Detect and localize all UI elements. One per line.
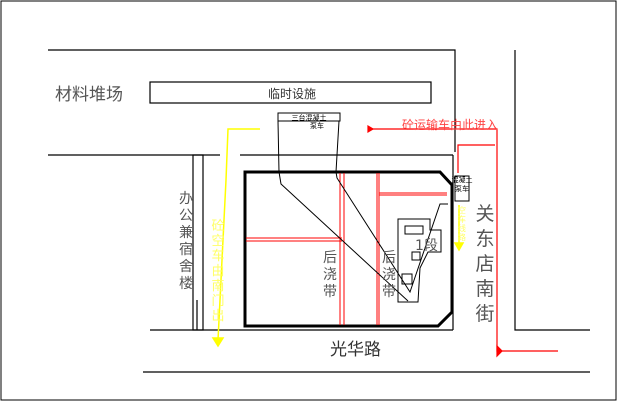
section-label: 1段 (415, 238, 438, 254)
post-band-label-1-char: 后 (323, 250, 337, 266)
office-label-char: 宿 (179, 241, 193, 258)
building-outline (243, 170, 454, 328)
office-label-char: 舍 (179, 259, 193, 275)
empty-route-label-char: 线 (458, 223, 466, 233)
post-pour-bands (246, 173, 447, 325)
empty-truck-exit-route (211, 128, 465, 348)
post-band-label-1-char: 带 (323, 284, 337, 300)
road-lines (48, 49, 590, 373)
material-yard-label: 材料堆场 (55, 85, 123, 105)
post-band-label-1-char: 浇 (323, 267, 337, 283)
truck-entry-label: 砼运输车由此进入 (402, 117, 498, 132)
pump-three-label-2: 泵车 (310, 121, 324, 130)
empty-route-label-char: 空 (458, 205, 466, 215)
empty-exit-label-char: 南 (211, 278, 224, 294)
road-label: 光华路 (330, 340, 381, 360)
street-label-char: 店 (475, 253, 494, 275)
post-band-label-2-char: 带 (382, 284, 396, 300)
temp-facility-label: 临时设施 (268, 87, 316, 101)
street-label-char: 南 (475, 278, 494, 300)
pump-three-label: 三台混凝土 (292, 113, 327, 122)
empty-route-label-char: 路 (458, 232, 466, 242)
office-label-char: 兼 (179, 225, 193, 241)
pump-boom (277, 112, 470, 303)
empty-route-label-char: 车 (458, 214, 466, 224)
post-band-label-2-char: 后 (382, 250, 396, 266)
post-band-label-2-char: 浇 (382, 267, 396, 283)
office-label-char: 楼 (179, 276, 193, 292)
office-label-char: 公 (179, 208, 193, 224)
empty-exit-label-char: 出 (211, 309, 224, 324)
empty-exit-label-char: 由 (211, 264, 224, 279)
street-label-char: 关 (475, 203, 494, 225)
empty-exit-label-char: 门 (211, 294, 224, 309)
pump-side-label: 混凝土 (452, 175, 473, 184)
empty-exit-label-char: 砼 (211, 219, 224, 234)
truck-entry-route (367, 124, 558, 358)
street-label-char: 东 (475, 228, 494, 250)
office-label-char: 办 (179, 191, 193, 207)
street-label-char: 街 (475, 303, 494, 325)
pump-side-label-2: 泵车 (455, 184, 469, 193)
empty-exit-label-char: 车 (211, 248, 224, 264)
empty-exit-label-char: 空 (211, 234, 224, 249)
